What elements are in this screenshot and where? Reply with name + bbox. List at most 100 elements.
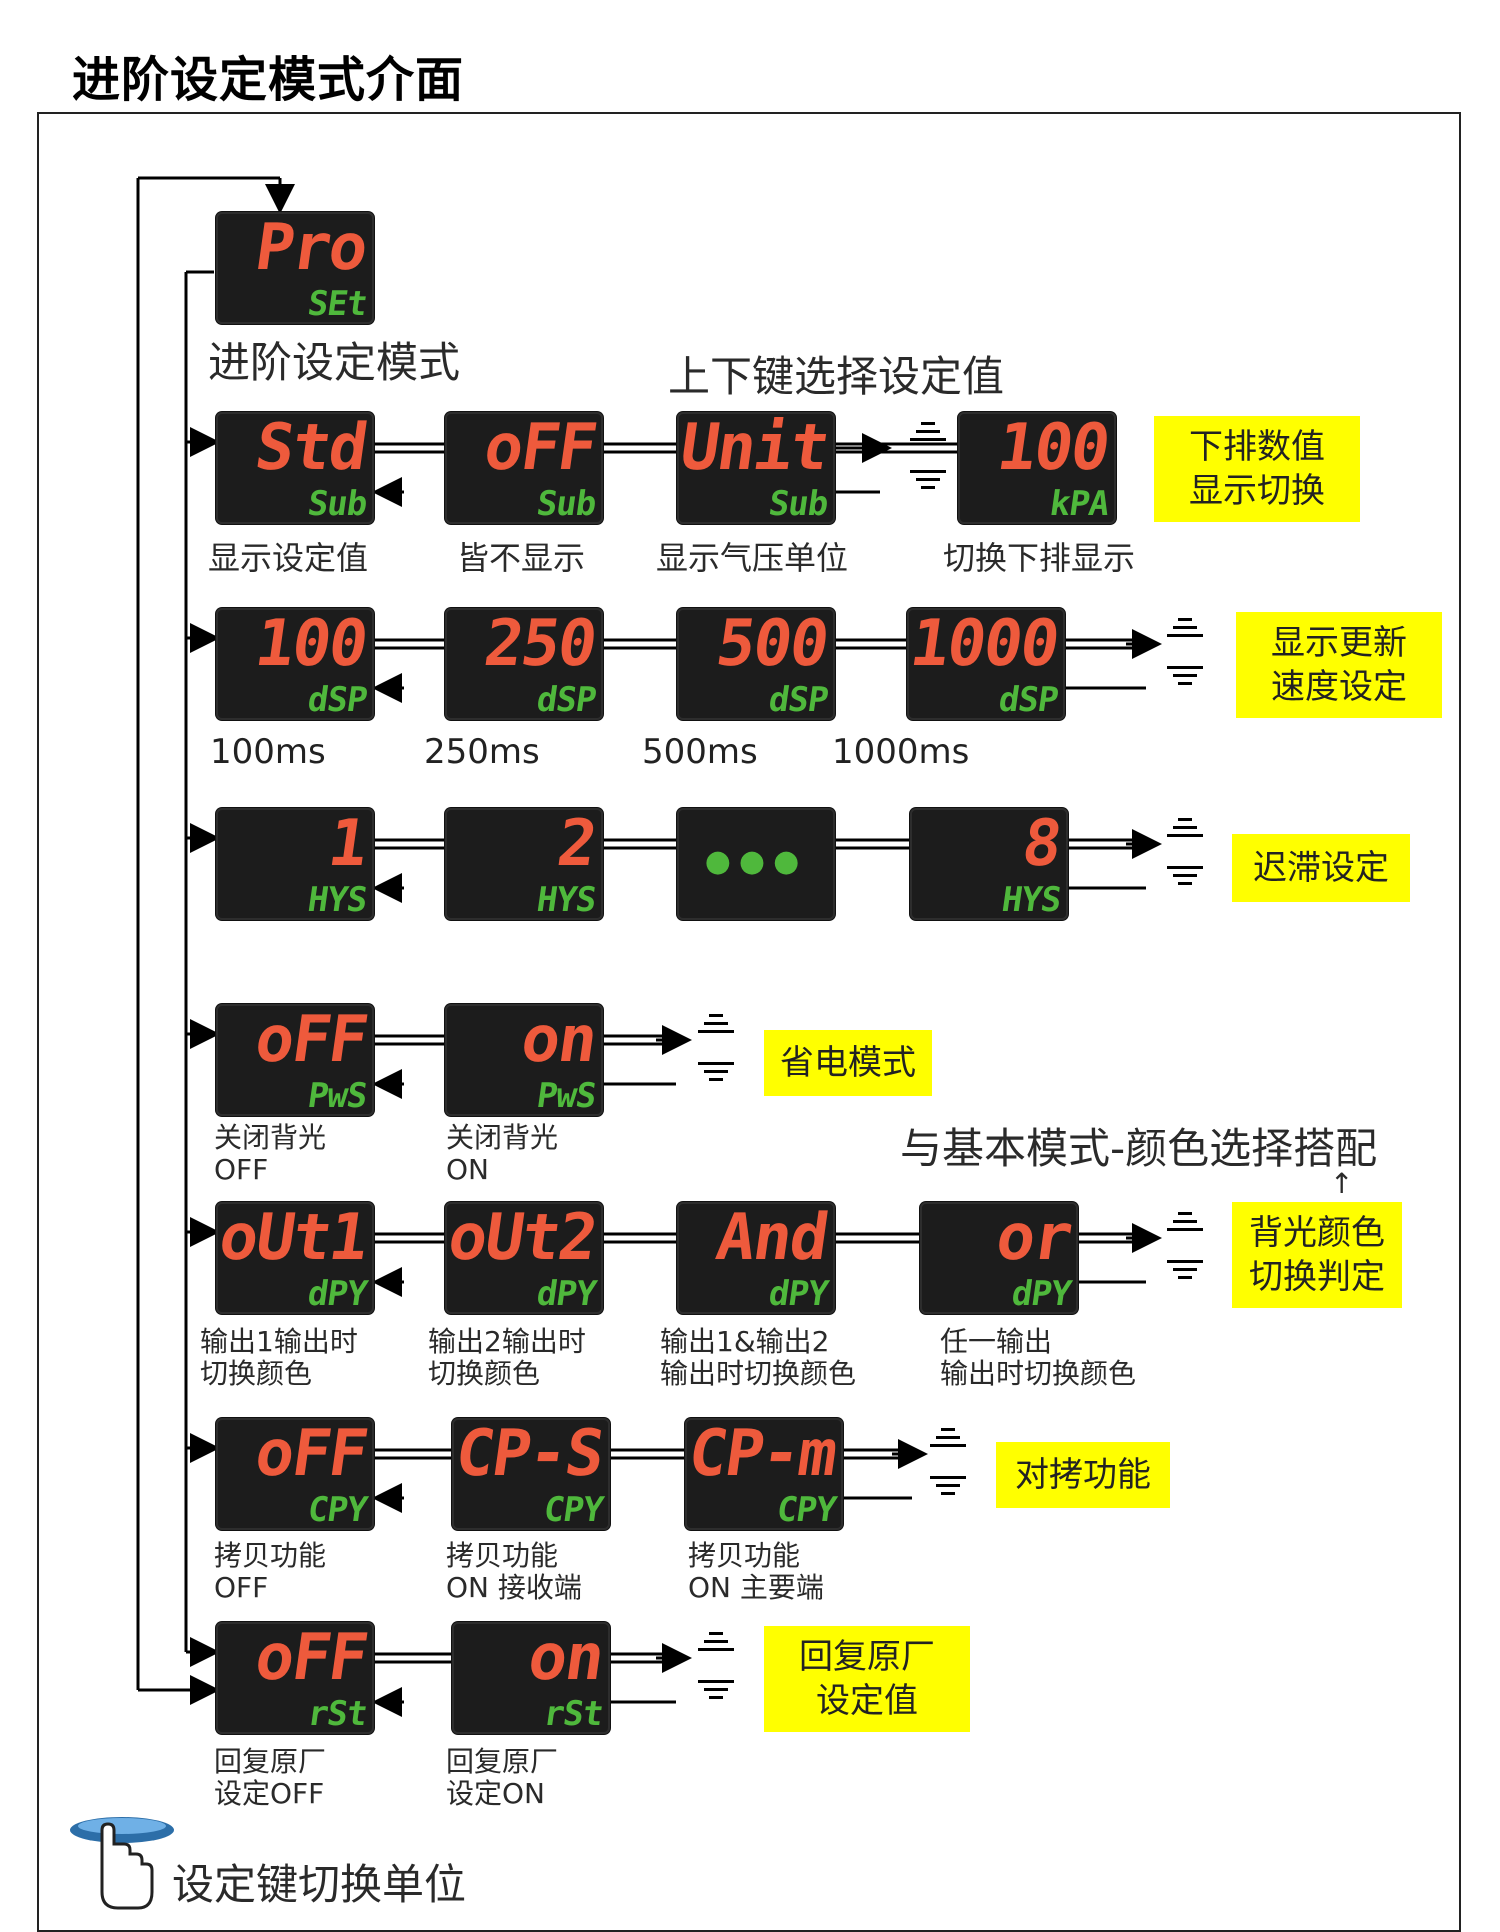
option-caption: 拷贝功能 ON 接收端 (446, 1539, 582, 1604)
display-hys-3: ●●● (677, 808, 835, 920)
hint-up-arrow: ↑ (1330, 1167, 1354, 1200)
display-main-readout: CP-S (452, 1418, 608, 1491)
option-caption: 输出1输出时 切换颜色 (200, 1325, 358, 1390)
display-sub-readout: PwS (304, 1076, 369, 1116)
display-main-readout: on (523, 1622, 608, 1695)
display-main-readout: And (712, 1202, 833, 1275)
display-sub-readout: Sub (765, 484, 830, 524)
option-caption: 任一输出 输出时切换颜色 (940, 1325, 1137, 1390)
row-note-sub: 下排数值 显示切换 (1154, 416, 1360, 522)
row-note-dpy: 背光颜色 切换判定 (1232, 1202, 1402, 1308)
updown-hint: 上下键选择设定值 (668, 352, 1005, 401)
display-main-readout: Unit (677, 412, 833, 485)
display-sub-readout: SEt (304, 284, 369, 324)
finger-press-icon (70, 1817, 174, 1910)
up-down-keys-icon (698, 1014, 734, 1081)
option-caption: 关闭背光 OFF (214, 1121, 327, 1186)
option-caption: 切换下排显示 (943, 539, 1136, 577)
display-sub-readout: HYS (998, 880, 1063, 920)
up-down-keys-icon (1167, 618, 1203, 685)
ellipsis-dots: ●●● (704, 844, 808, 879)
row-note-hys: 迟滞设定 (1232, 834, 1410, 902)
option-caption: 关闭背光 ON (446, 1121, 559, 1186)
display-sub-readout: dSP (533, 680, 598, 720)
display-main-readout: 2 (553, 808, 601, 881)
option-caption: 250ms (424, 732, 540, 772)
display-sub-readout: dPY (765, 1274, 830, 1314)
display-sub-readout: rSt (540, 1694, 605, 1734)
footer-caption: 设定键切换单位 (172, 1860, 467, 1909)
display-main-readout: or (991, 1202, 1076, 1275)
display-main-readout: Std (251, 412, 372, 485)
display-main-readout: oFF (251, 1004, 372, 1077)
display-sub-readout: HYS (533, 880, 598, 920)
display-main-readout: oFF (480, 412, 601, 485)
option-caption: 拷贝功能 OFF (214, 1539, 327, 1604)
display-sub-readout: Sub (304, 484, 369, 524)
display-main-readout: oUt2 (445, 1202, 601, 1275)
option-caption: 回复原厂 设定ON (446, 1745, 559, 1810)
row-note-dsp: 显示更新 速度设定 (1236, 612, 1442, 718)
up-down-keys-icon (910, 422, 946, 489)
display-sub-readout: rSt (304, 1694, 369, 1734)
display-main-readout: 500 (712, 608, 833, 681)
option-caption: 输出2输出时 切换颜色 (428, 1325, 586, 1390)
option-caption: 500ms (642, 732, 758, 772)
entry-caption: 进阶设定模式 (208, 338, 461, 387)
display-main-readout: 100 (251, 608, 372, 681)
display-sub-readout: PwS (533, 1076, 598, 1116)
display-sub-readout: dPY (304, 1274, 369, 1314)
display-sub-readout: dSP (995, 680, 1060, 720)
option-caption: 拷贝功能 ON 主要端 (688, 1539, 824, 1604)
option-caption: 皆不显示 (457, 539, 586, 577)
display-main-readout: oFF (251, 1622, 372, 1695)
option-caption: 100ms (210, 732, 326, 772)
display-main-readout: 8 (1018, 808, 1066, 881)
up-down-keys-icon (930, 1428, 966, 1495)
display-sub-readout: dPY (533, 1274, 598, 1314)
row-note-rst: 回复原厂 设定值 (764, 1626, 970, 1732)
display-sub-readout: dSP (304, 680, 369, 720)
display-sub-readout: CPY (304, 1490, 369, 1530)
display-main-readout: CP-m (685, 1418, 841, 1491)
option-caption: 回复原厂 设定OFF (214, 1745, 327, 1810)
display-main-readout: on (516, 1004, 601, 1077)
option-caption: 输出1&输出2 输出时切换颜色 (660, 1325, 857, 1390)
page-title: 进阶设定模式介面 (72, 52, 465, 108)
display-main-readout: 1000 (907, 608, 1063, 681)
display-pro-set: Pro SEt (216, 212, 374, 324)
display-sub-readout: dSP (765, 680, 830, 720)
up-down-keys-icon (1167, 818, 1203, 885)
display-main-readout: oFF (251, 1418, 372, 1491)
display-sub-readout: CPY (773, 1490, 838, 1530)
row-note-pws: 省电模式 (764, 1030, 932, 1096)
option-caption: 1000ms (832, 732, 970, 772)
display-sub-readout: HYS (304, 880, 369, 920)
wire-layer (136, 176, 1203, 1717)
display-main-readout: oUt1 (216, 1202, 372, 1275)
display-sub-readout: dPY (1008, 1274, 1073, 1314)
up-down-keys-icon (698, 1632, 734, 1699)
up-down-keys-icon (1167, 1212, 1203, 1279)
display-sub-readout: Sub (533, 484, 598, 524)
